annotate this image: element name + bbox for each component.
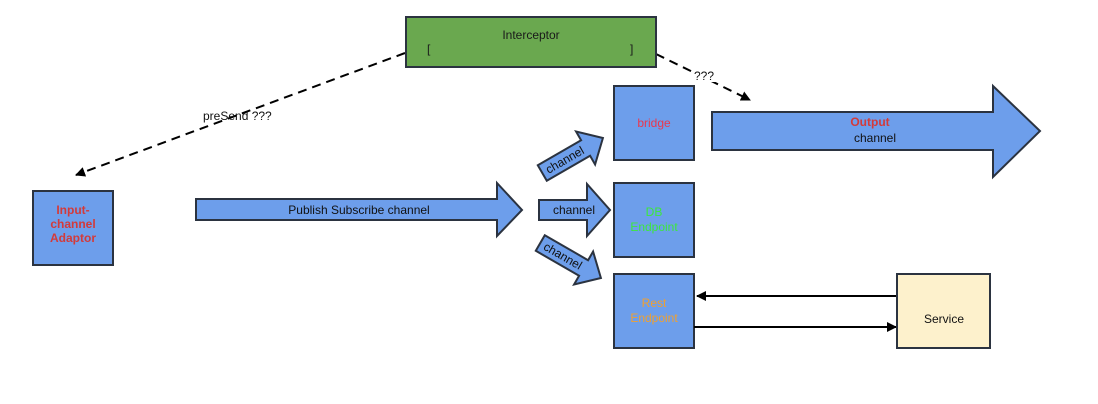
- interceptor-box[interactable]: Interceptor [ ]: [405, 16, 657, 68]
- output-channel-label-line2: channel: [854, 131, 896, 145]
- presend-edge: [75, 52, 406, 177]
- adaptor-label-line2: channel: [50, 217, 95, 231]
- presend-label: preSend ???: [203, 109, 272, 123]
- adaptor-label-line1: Input-: [56, 203, 89, 217]
- output-edge-label: ???: [694, 69, 714, 83]
- interceptor-bracket-close: ]: [630, 42, 633, 56]
- publish-subscribe-arrow[interactable]: Publish Subscribe channel: [195, 180, 524, 239]
- service-label: Service: [924, 312, 964, 326]
- channel-arrow-top[interactable]: channel: [533, 122, 613, 190]
- rest-endpoint-box[interactable]: Rest Endpoint: [613, 273, 695, 349]
- db-endpoint-label-line2: Endpoint: [630, 220, 678, 234]
- bridge-label: bridge: [637, 116, 671, 130]
- output-channel-arrow[interactable]: Output channel: [711, 83, 1042, 180]
- publish-subscribe-label: Publish Subscribe channel: [288, 203, 429, 217]
- rest-endpoint-label-line2: Endpoint: [630, 311, 678, 325]
- interceptor-bracket-open: [: [427, 42, 431, 56]
- output-channel-label-line1: Output: [850, 115, 889, 129]
- service-box[interactable]: Service: [896, 273, 991, 349]
- bridge-box[interactable]: bridge: [613, 85, 695, 161]
- input-channel-adaptor-box[interactable]: Input- channel Adaptor: [32, 190, 114, 266]
- interceptor-title: Interceptor: [502, 28, 559, 42]
- db-endpoint-box[interactable]: DB Endpoint: [613, 182, 695, 258]
- channel-arrow-bottom[interactable]: channel: [531, 227, 611, 295]
- adaptor-label-line3: Adaptor: [50, 231, 96, 245]
- rest-endpoint-label-line1: Rest: [642, 296, 667, 310]
- channel-middle-label: channel: [553, 203, 595, 217]
- db-endpoint-label-line1: DB: [646, 205, 663, 219]
- channel-arrow-middle[interactable]: channel: [538, 181, 612, 239]
